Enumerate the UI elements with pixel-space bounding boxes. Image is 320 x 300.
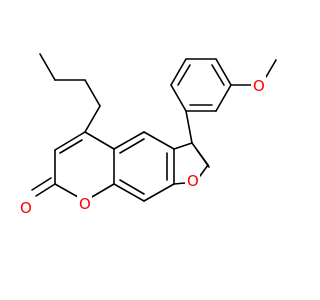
- bond: [185, 110, 193, 144]
- butyl-chain: [39, 53, 101, 133]
- bond: [173, 182, 186, 185]
- molecule-structure: O O O O: [18, 53, 277, 217]
- pyranone-oxygen-label: O: [77, 194, 92, 213]
- pyranone-ring: [31, 131, 115, 202]
- bond: [215, 84, 232, 112]
- furan-ring: [173, 142, 210, 185]
- benzene-ring-central: [113, 131, 175, 202]
- methoxy-oxygen-label: O: [251, 76, 266, 95]
- bond: [35, 183, 56, 197]
- atom-label: O: [187, 172, 199, 190]
- bond: [113, 131, 145, 150]
- bond: [265, 59, 277, 78]
- bond: [170, 58, 187, 86]
- bond: [54, 131, 86, 151]
- bond: [119, 179, 145, 195]
- furan-oxygen-label: O: [185, 171, 200, 190]
- bond: [211, 64, 225, 86]
- methoxyphenyl-ring: [170, 58, 277, 144]
- atom-label: O: [79, 195, 91, 213]
- bond: [39, 53, 56, 81]
- bond: [84, 105, 101, 133]
- bond: [119, 138, 145, 154]
- structure-canvas: O O O O: [18, 53, 277, 217]
- bond: [143, 183, 175, 202]
- bond: [143, 131, 175, 150]
- bond: [199, 164, 209, 177]
- bond: [177, 64, 191, 86]
- bond: [59, 139, 83, 154]
- atom-label: O: [253, 77, 265, 95]
- atom-label: O: [20, 199, 32, 217]
- bond: [31, 177, 52, 191]
- bond: [173, 142, 193, 150]
- carbonyl-oxygen-label: O: [18, 198, 33, 217]
- bond: [215, 58, 232, 86]
- bond: [84, 131, 115, 150]
- bond: [113, 183, 145, 202]
- bond: [84, 79, 101, 107]
- bond: [170, 84, 187, 112]
- bond: [196, 149, 210, 168]
